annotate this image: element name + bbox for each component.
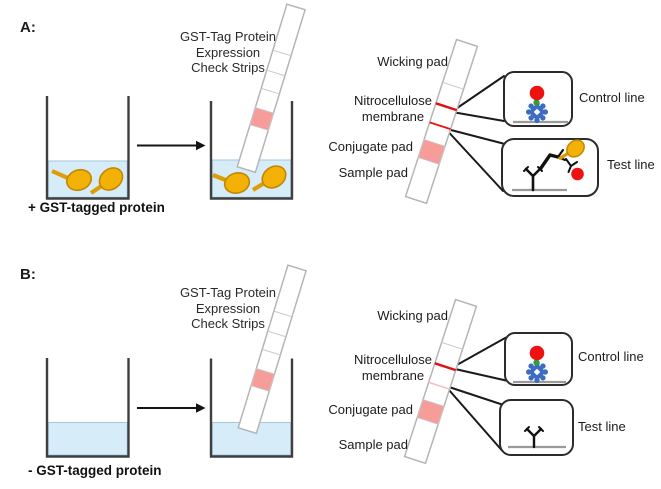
panel-a-graphics — [45, 3, 599, 205]
conjugate-pad-label-a: Conjugate pad — [328, 139, 413, 154]
beaker-without-protein — [45, 358, 130, 458]
beaker-outline — [209, 101, 294, 200]
bound-gst-protein-icon — [558, 139, 585, 161]
wicking-pad-label-b: Wicking pad — [377, 308, 448, 323]
gst-protein-icon — [212, 172, 251, 194]
beaker-with-protein — [45, 96, 130, 200]
liquid — [47, 422, 128, 456]
nitrocellulose-membrane-label-a: Nitrocellulose membrane — [353, 93, 433, 124]
test-line-callout — [501, 138, 599, 197]
control-line-marker — [434, 362, 457, 372]
strip-title-a: GST-Tag Protein Expression Check Strips — [179, 29, 277, 75]
conjugate-pad-band — [249, 107, 275, 131]
red-nanoparticle-icon — [529, 85, 545, 101]
test-line-callout — [499, 399, 574, 456]
nitrocellulose-membrane-label-b: Nitrocellulose membrane — [353, 352, 433, 383]
test-line-label-a: Test line — [607, 157, 655, 172]
beaker-caption-b: - GST-tagged protein — [28, 463, 162, 478]
capture-antibody-icon — [523, 148, 567, 192]
test-line-marker — [429, 121, 451, 130]
callout-connectors — [448, 75, 505, 192]
sample-pad-label-a: Sample pad — [338, 165, 408, 180]
red-nanoparticle-icon — [571, 167, 584, 181]
panel-b-graphics — [45, 264, 574, 465]
conjugate-pad-label-b: Conjugate pad — [328, 402, 413, 417]
conjugate-antibody-icon — [565, 158, 578, 173]
test-strip-dipped — [236, 3, 307, 174]
arrow-icon — [137, 403, 206, 413]
conjugate-pad-band — [417, 138, 446, 165]
control-line-callout — [504, 332, 573, 386]
faint-test-line-marker — [428, 381, 450, 390]
test-strip-reference — [404, 38, 479, 205]
beaker-outline — [209, 358, 294, 458]
gst-protein-icon — [51, 168, 93, 192]
gst-protein-icon — [251, 165, 287, 192]
capture-antibody-icon — [524, 426, 544, 449]
control-line-label-b: Control line — [578, 349, 644, 364]
gst-protein-icon — [89, 167, 124, 195]
beaker-outline — [45, 358, 130, 458]
beaker-caption-a: + GST-tagged protein — [28, 200, 165, 215]
linker-dot-icon — [533, 99, 540, 106]
panel-a-label: A: — [20, 19, 36, 36]
conjugate-pad-band — [250, 368, 276, 392]
test-strip-reference — [403, 298, 478, 465]
control-line-marker — [435, 102, 458, 112]
test-strip-dipped — [237, 264, 308, 435]
wicking-pad-label-a: Wicking pad — [377, 54, 448, 69]
callout-connectors — [448, 336, 507, 452]
strip-title-b: GST-Tag Protein Expression Check Strips — [179, 285, 277, 331]
test-line-label-b: Test line — [578, 419, 626, 434]
sample-pad-label-b: Sample pad — [338, 437, 408, 452]
red-nanoparticle-icon — [529, 345, 545, 361]
panel-b-label: B: — [20, 266, 36, 283]
control-line-callout — [503, 71, 573, 127]
conjugate-pad-band — [416, 398, 445, 425]
beaker-outline — [45, 96, 130, 200]
beaker-with-strip — [209, 3, 307, 200]
beaker-with-strip — [209, 264, 308, 458]
arrow-icon — [137, 140, 206, 151]
linker-dot-icon — [533, 359, 540, 366]
control-line-label-a: Control line — [579, 90, 645, 105]
